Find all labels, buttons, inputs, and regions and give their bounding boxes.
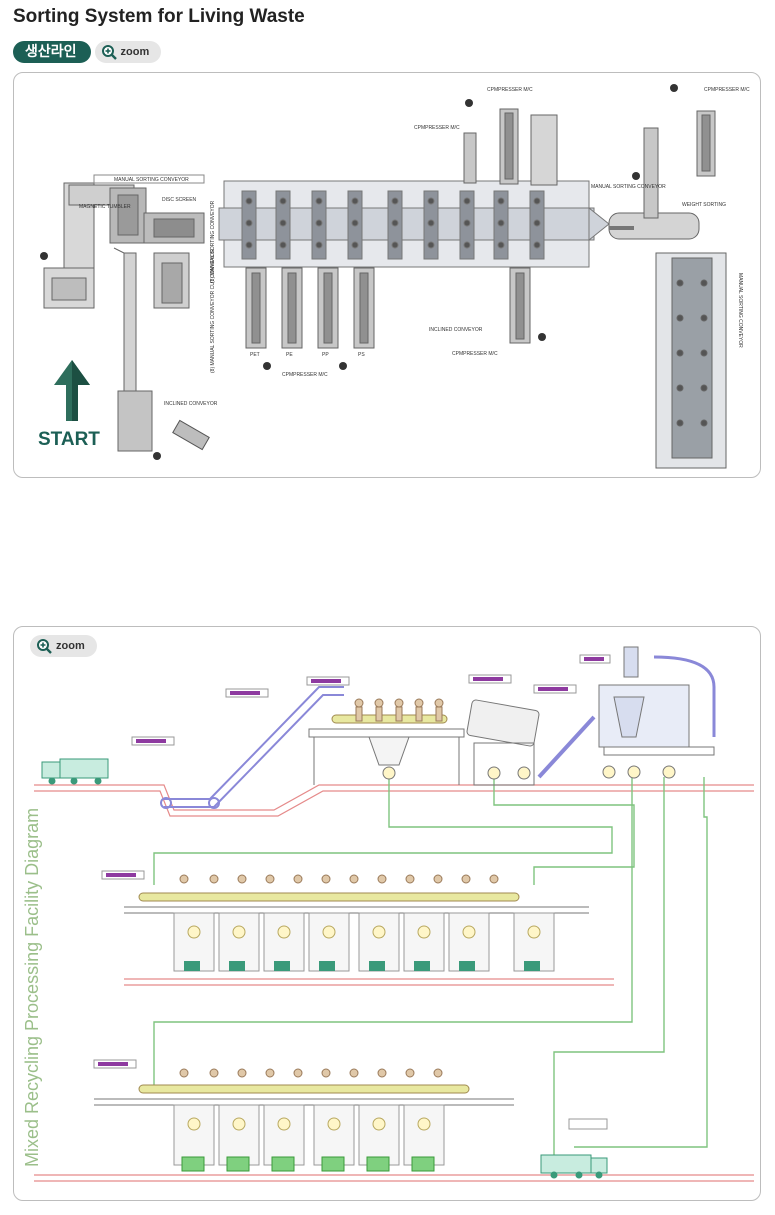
zoom-label: zoom xyxy=(120,46,150,58)
label-pe: PE xyxy=(286,352,293,358)
zoom-label-2: zoom xyxy=(56,640,85,652)
label-cut-conveyor-vertical: (8) MANUAL SORTING CONVEYOR CUT CONVEYOR xyxy=(210,249,216,373)
compresser-towers-top xyxy=(463,108,558,186)
label-manual-sorting-right-vertical: MANUAL SORTING CONVEYOR xyxy=(737,273,743,348)
inclined-conveyor-1 xyxy=(113,247,153,452)
air-separator xyxy=(537,646,716,779)
zoom-button[interactable]: zoom xyxy=(94,41,162,63)
zoom-in-icon xyxy=(101,45,117,60)
manual-sorting-line xyxy=(218,180,610,268)
middle-sorting-line xyxy=(124,874,589,972)
label-manual-sorting-right: MANUAL SORTING CONVEYOR xyxy=(591,184,666,190)
equipment-tags xyxy=(93,654,611,1130)
label-compresser-1: CPMPRESSER M/C xyxy=(487,87,533,93)
label-compresser-2: CPMPRESSER M/C xyxy=(414,125,460,131)
page-title: Sorting System for Living Waste xyxy=(13,6,305,27)
floor-lines xyxy=(34,784,754,1182)
bottom-sorting-line xyxy=(94,1068,514,1172)
camera-icon xyxy=(40,84,678,460)
truck-icon xyxy=(41,758,109,785)
truck-icon xyxy=(172,419,210,451)
start-arrow-icon xyxy=(54,360,90,421)
label-inclined-conveyor-2: INCLINED CONVEYOR xyxy=(429,327,483,333)
facility-side-title: Mixed Recycling Processing Facility Diag… xyxy=(22,807,42,1167)
magnetic-tumbler-unit xyxy=(43,174,205,309)
start-label: START xyxy=(38,429,100,450)
zoom-in-icon xyxy=(37,639,52,654)
recycling-facility-diagram-panel: zoom Mixed Recycling Processing Facility… xyxy=(13,626,761,1201)
tag-row: 생산라인 zoom xyxy=(13,40,162,64)
label-inclined-conveyor: INCLINED CONVEYOR xyxy=(164,401,218,407)
label-manual-sorting-conveyor: MANUAL SORTING CONVEYOR xyxy=(114,177,189,183)
label-sorting-conveyor-vertical: (3) MANUAL SORTING CONVEYOR xyxy=(210,200,216,283)
recycling-facility-diagram xyxy=(34,646,754,1182)
weight-sorting-unit xyxy=(608,110,727,469)
disc-screen xyxy=(143,212,205,309)
label-ps: PS xyxy=(358,352,365,358)
production-line-badge: 생산라인 xyxy=(13,41,91,63)
label-disc-screen: DISC SCREEN xyxy=(162,197,197,203)
truck-icon xyxy=(540,1154,608,1179)
top-sorting-platform xyxy=(308,714,465,785)
transfer-lines xyxy=(153,777,708,1155)
label-compresser-3: CPMPRESSER M/C xyxy=(704,87,750,93)
label-pp: PP xyxy=(322,352,329,358)
label-compresser-5: CPMPRESSER M/C xyxy=(452,351,498,357)
trommel-screen xyxy=(466,699,540,786)
zoom-button-2[interactable]: zoom xyxy=(30,635,97,657)
compresser-bins xyxy=(245,267,531,349)
label-magnetic-tumbler: MAGNETIC TUMBLER xyxy=(79,204,131,210)
workers-top xyxy=(354,698,444,722)
sorting-system-diagram: MANUAL SORTING CONVEYOR MAGNETIC TUMBLER… xyxy=(40,84,750,469)
label-pet: PET xyxy=(250,352,260,358)
label-weight-sorting: WEIGHT SORTING xyxy=(682,202,726,208)
label-compresser-4: CPMPRESSER M/C xyxy=(282,372,328,378)
sorting-system-diagram-panel: MANUAL SORTING CONVEYOR MAGNETIC TUMBLER… xyxy=(13,72,761,478)
inclined-belt-conveyor xyxy=(160,686,344,809)
